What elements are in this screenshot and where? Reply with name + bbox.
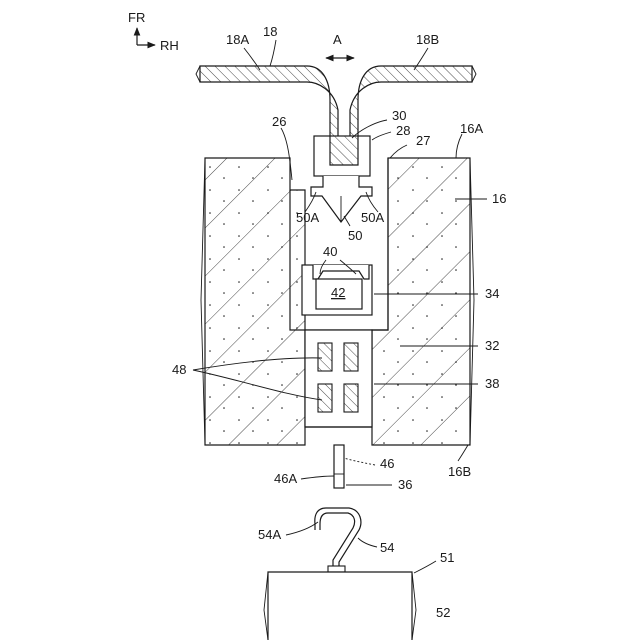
label-27: 27: [416, 133, 430, 148]
base-dots-right: [372, 158, 470, 445]
label-42: 42: [331, 285, 345, 300]
label-16A: 16A: [460, 121, 483, 136]
part-52: [268, 572, 412, 640]
label-30: 30: [392, 108, 406, 123]
label-50A-right: 50A: [361, 210, 384, 225]
label-16B: 16B: [448, 464, 471, 479]
label-54: 54: [380, 540, 394, 555]
label-52: 52: [436, 605, 450, 620]
direction-a-indicator: A: [326, 32, 354, 58]
label-18: 18: [263, 24, 277, 39]
label-38: 38: [485, 376, 499, 391]
label-46A: 46A: [274, 471, 297, 486]
label-36: 36: [398, 477, 412, 492]
label-54A: 54A: [258, 527, 281, 542]
hook-base: [328, 566, 345, 572]
label-18B: 18B: [416, 32, 439, 47]
label-46: 46: [380, 456, 394, 471]
sensor-holder-38: [305, 330, 372, 427]
label-26: 26: [272, 114, 286, 129]
compass-front-label: FR: [128, 10, 145, 25]
label-32: 32: [485, 338, 499, 353]
pin-36: [334, 445, 344, 488]
label-50A-left: 50A: [296, 210, 319, 225]
label-51: 51: [440, 550, 454, 565]
label-28: 28: [396, 123, 410, 138]
panel-18-tip: [330, 136, 358, 165]
direction-compass: FR RH: [128, 10, 179, 53]
label-16: 16: [492, 191, 506, 206]
compass-right-label: RH: [160, 38, 179, 53]
label-40: 40: [323, 244, 337, 259]
label-48: 48: [172, 362, 186, 377]
label-50: 50: [348, 228, 362, 243]
label-18A: 18A: [226, 32, 249, 47]
direction-a-label: A: [333, 32, 342, 47]
label-34: 34: [485, 286, 499, 301]
hook-54: [315, 508, 361, 570]
